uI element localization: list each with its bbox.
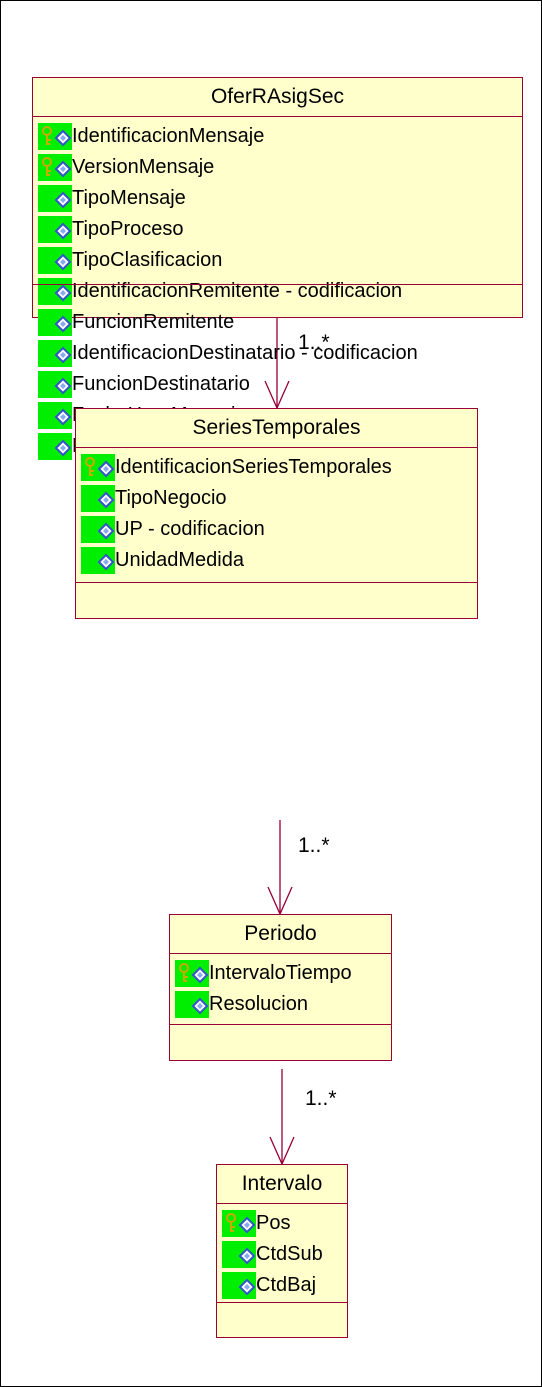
attribute-name: TipoNegocio — [115, 487, 227, 509]
attribute-name: FuncionDestinatario — [72, 373, 250, 395]
class-name: Intervalo — [217, 1165, 347, 1204]
attribute-icon — [38, 216, 72, 243]
operations-compartment — [76, 582, 477, 583]
key-attribute-icon — [81, 454, 115, 481]
attribute-icon — [222, 1272, 256, 1299]
attribute-name: Resolucion — [209, 993, 308, 1015]
attribute-name: UnidadMedida — [115, 549, 244, 571]
attribute-name: IdentificacionSeriesTemporales — [115, 456, 392, 478]
attribute-icon — [222, 1241, 256, 1268]
attribute-row[interactable]: TipoClasificacion — [33, 245, 522, 276]
attribute-row[interactable]: IdentificacionRemitente - codificacion — [33, 276, 522, 307]
attribute-name: UP - codificacion — [115, 518, 265, 540]
attribute-row[interactable]: CtdBaj — [217, 1270, 347, 1301]
multiplicity-label: 1..* — [298, 834, 330, 857]
attribute-name: IdentificacionRemitente - codificacion — [72, 280, 403, 302]
attribute-name: IdentificacionMensaje — [72, 125, 265, 147]
attribute-name: CtdBaj — [256, 1274, 317, 1296]
operations-compartment — [170, 1024, 391, 1025]
attribute-row[interactable]: IdentificacionSeriesTemporales — [76, 452, 477, 483]
multiplicity-label: 1..* — [298, 331, 330, 354]
attribute-row[interactable]: TipoMensaje — [33, 183, 522, 214]
attribute-row[interactable]: TipoProceso — [33, 214, 522, 245]
attribute-name: CtdSub — [256, 1243, 323, 1265]
class-name: OferRAsigSec — [33, 78, 522, 117]
attribute-icon — [81, 516, 115, 543]
attribute-name: FuncionRemitente — [72, 311, 235, 333]
class-box-seriestemporales[interactable]: SeriesTemporales IdentificacionSeriesTem… — [75, 408, 478, 619]
attribute-row[interactable]: Resolucion — [170, 989, 391, 1020]
attribute-icon — [81, 547, 115, 574]
key-attribute-icon — [175, 960, 209, 987]
attribute-icon — [38, 278, 72, 305]
attribute-icon — [38, 185, 72, 212]
attribute-row[interactable]: FuncionDestinatario — [33, 369, 522, 400]
operations-compartment — [217, 1302, 347, 1303]
attribute-row[interactable]: CtdSub — [217, 1239, 347, 1270]
attribute-row[interactable]: IdentificacionDestinatario - codificacio… — [33, 338, 522, 369]
attribute-name: IntervaloTiempo — [209, 962, 352, 984]
key-attribute-icon — [222, 1210, 256, 1237]
attribute-row[interactable]: UP - codificacion — [76, 514, 477, 545]
attribute-row[interactable]: IdentificacionMensaje — [33, 121, 522, 152]
attribute-name: TipoProceso — [72, 218, 184, 240]
attribute-icon — [38, 433, 72, 460]
attribute-name: Pos — [256, 1212, 291, 1234]
attribute-icon — [38, 247, 72, 274]
attribute-row[interactable]: IntervaloTiempo — [170, 958, 391, 989]
attribute-icon — [175, 991, 209, 1018]
key-attribute-icon — [38, 123, 72, 150]
attribute-name: VersionMensaje — [72, 156, 215, 178]
attribute-icon — [81, 485, 115, 512]
attribute-icon — [38, 340, 72, 367]
attribute-name: IdentificacionDestinatario - codificacio… — [72, 342, 418, 364]
attribute-name: TipoMensaje — [72, 187, 186, 209]
attribute-row[interactable]: FuncionRemitente — [33, 307, 522, 338]
attribute-icon — [38, 402, 72, 429]
multiplicity-label: 1..* — [305, 1087, 337, 1110]
attribute-row[interactable]: TipoNegocio — [76, 483, 477, 514]
class-name: Periodo — [170, 915, 391, 954]
attribute-row[interactable]: VersionMensaje — [33, 152, 522, 183]
attribute-icon — [38, 309, 72, 336]
attribute-row[interactable]: UnidadMedida — [76, 545, 477, 576]
operations-compartment — [33, 284, 522, 285]
class-name: SeriesTemporales — [76, 409, 477, 448]
attribute-icon — [38, 371, 72, 398]
attribute-name: TipoClasificacion — [72, 249, 223, 271]
key-attribute-icon — [38, 154, 72, 181]
attribute-row[interactable]: Pos — [217, 1208, 347, 1239]
